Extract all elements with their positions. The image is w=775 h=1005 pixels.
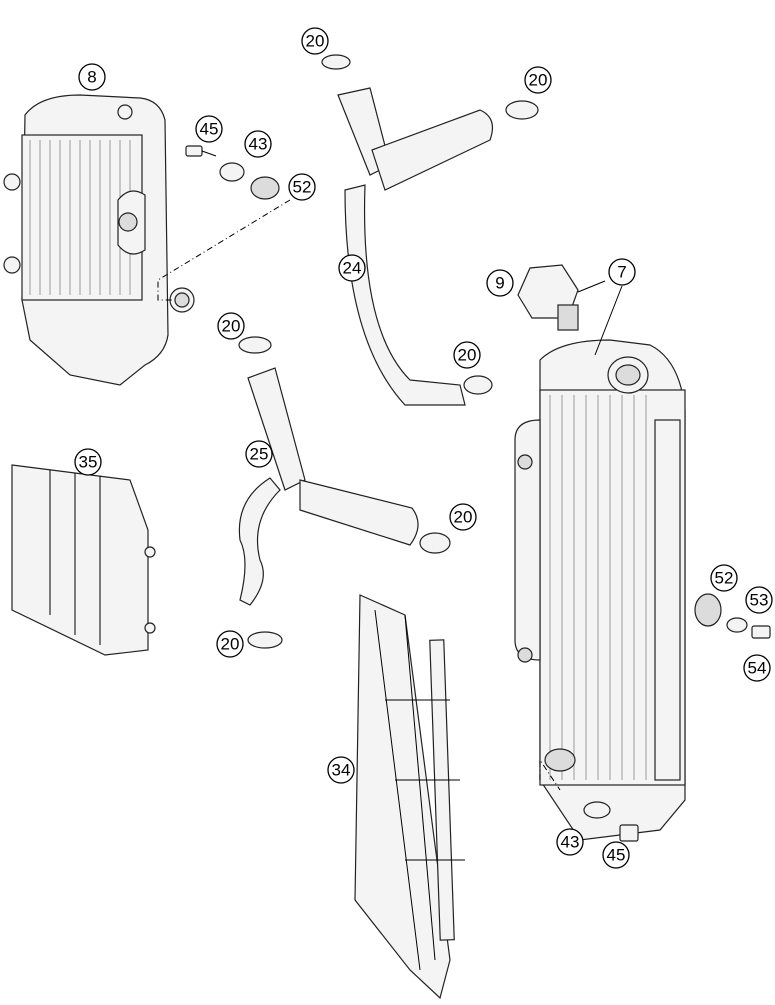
right-radiator — [514, 339, 686, 841]
side-fasteners — [694, 593, 771, 639]
svg-text:24: 24 — [343, 259, 362, 278]
callout-45: 45 — [195, 115, 223, 143]
callout-45: 45 — [602, 841, 630, 869]
svg-text:8: 8 — [87, 68, 96, 87]
svg-text:9: 9 — [495, 274, 504, 293]
callout-20: 20 — [453, 341, 481, 369]
svg-text:43: 43 — [561, 833, 580, 852]
callout-54: 54 — [743, 654, 771, 682]
callout-20: 20 — [449, 503, 477, 531]
callout-34: 34 — [327, 756, 355, 784]
radiator-cap — [517, 264, 579, 331]
callout-35: 35 — [74, 448, 102, 476]
bottom-fasteners — [544, 748, 639, 842]
callout-43: 43 — [244, 130, 272, 158]
hose-clamps — [238, 54, 539, 649]
callout-24: 24 — [338, 254, 366, 282]
upper-fasteners — [157, 145, 291, 301]
callout-52: 52 — [710, 564, 738, 592]
svg-text:20: 20 — [529, 71, 548, 90]
svg-text:20: 20 — [454, 508, 473, 527]
callout-52: 52 — [288, 173, 316, 201]
svg-text:20: 20 — [306, 32, 325, 51]
svg-text:52: 52 — [715, 569, 734, 588]
left-radiator-guard — [11, 464, 156, 656]
svg-text:45: 45 — [607, 846, 626, 865]
callout-20: 20 — [524, 66, 552, 94]
left-radiator — [3, 94, 195, 386]
callout-25: 25 — [245, 440, 273, 468]
svg-text:43: 43 — [249, 135, 268, 154]
callout-9: 9 — [486, 269, 514, 297]
callout-53: 53 — [745, 586, 773, 614]
callout-43: 43 — [556, 828, 584, 856]
svg-text:52: 52 — [293, 178, 312, 197]
callout-20: 20 — [216, 630, 244, 658]
svg-text:20: 20 — [222, 317, 241, 336]
svg-text:34: 34 — [332, 761, 351, 780]
right-radiator-guard — [354, 594, 465, 1000]
svg-text:35: 35 — [79, 453, 98, 472]
lower-hose — [238, 367, 419, 606]
callout-20: 20 — [217, 312, 245, 340]
callout-8: 8 — [78, 63, 106, 91]
callout-7: 7 — [608, 258, 636, 286]
svg-text:53: 53 — [750, 591, 769, 610]
callout-20: 20 — [301, 27, 329, 55]
svg-text:7: 7 — [617, 263, 626, 282]
svg-text:54: 54 — [748, 659, 767, 678]
upper-hose — [337, 87, 493, 406]
svg-text:25: 25 — [250, 445, 269, 464]
svg-text:20: 20 — [458, 346, 477, 365]
svg-text:45: 45 — [200, 120, 219, 139]
svg-text:20: 20 — [221, 635, 240, 654]
leader-lines — [577, 280, 623, 356]
